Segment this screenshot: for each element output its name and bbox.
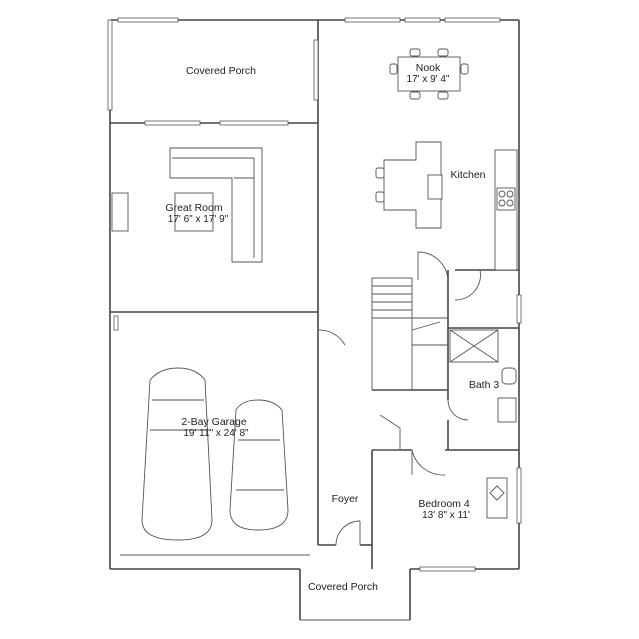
label-great-room: Great Room xyxy=(165,202,222,214)
bath-fixtures xyxy=(449,329,517,423)
label-great-room-size: 17' 6" x 17' 9" xyxy=(168,214,229,225)
label-foyer: Foyer xyxy=(332,493,359,505)
label-nook-size: 17' x 9' 4" xyxy=(407,74,450,85)
stairs xyxy=(371,277,448,391)
label-garage: 2-Bay Garage xyxy=(181,416,247,428)
window-porch-left xyxy=(117,17,179,23)
label-kitchen: Kitchen xyxy=(450,169,485,181)
great-room-furniture xyxy=(111,147,263,263)
kitchen-fixtures xyxy=(375,141,518,271)
label-covered-porch-rear: Covered Porch xyxy=(186,65,256,77)
window-nook-3 xyxy=(444,17,501,23)
window-bedroom-front xyxy=(419,566,476,572)
bedroom-desk xyxy=(486,477,508,519)
label-bedroom4-size: 13' 8" x 11' xyxy=(422,510,470,521)
garage-cars xyxy=(120,367,310,556)
room-labels: Covered Porch Nook 17' x 9' 4" Kitchen G… xyxy=(165,62,499,593)
window-nook-2 xyxy=(404,17,441,23)
window-stair xyxy=(516,294,522,324)
nook-table xyxy=(389,48,469,100)
label-bath3: Bath 3 xyxy=(469,379,500,391)
window-nook-1 xyxy=(344,17,401,23)
label-bedroom4: Bedroom 4 xyxy=(418,498,470,510)
window-bedroom-side xyxy=(516,467,522,524)
doors xyxy=(317,251,481,546)
window-nook-side xyxy=(313,39,319,101)
window-great-room-2 xyxy=(219,120,289,126)
window-great-room-1 xyxy=(144,120,201,126)
garage-door-side xyxy=(113,315,119,331)
window-porch-side xyxy=(107,19,113,111)
label-covered-porch-front: Covered Porch xyxy=(308,581,378,593)
label-garage-size: 19' 11" x 24' 8" xyxy=(183,428,249,439)
windows xyxy=(107,17,522,572)
label-nook: Nook xyxy=(416,62,441,74)
